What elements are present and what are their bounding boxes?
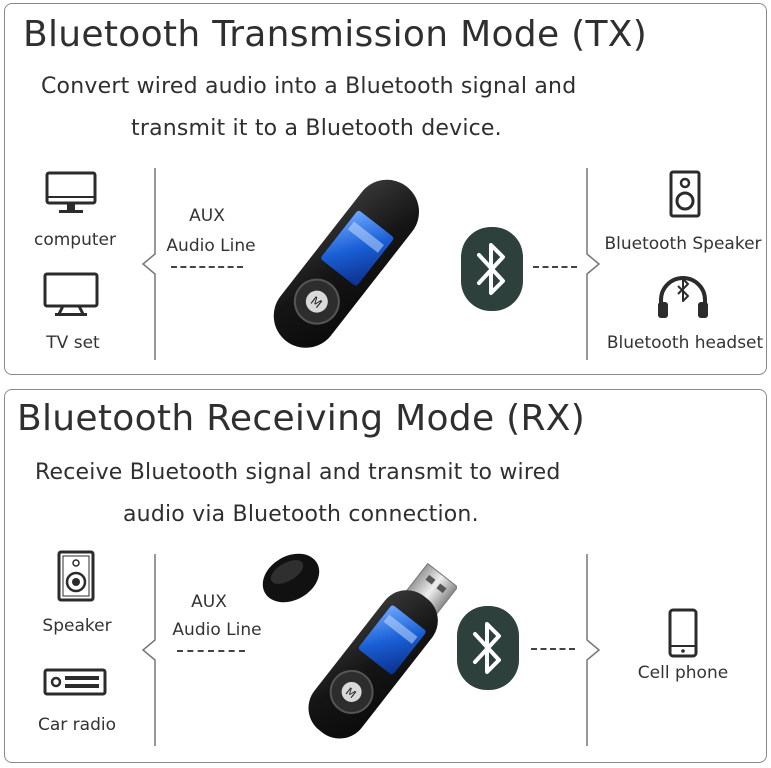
tx-mode-panel: Bluetooth Transmission Mode (TX) Convert… [4, 3, 767, 375]
left-bracket [141, 554, 156, 746]
bluetooth-icon [457, 606, 519, 690]
rx-mode-panel: Bluetooth Receiving Mode (RX) Receive Bl… [4, 389, 767, 763]
rx-title: Bluetooth Receiving Mode (RX) [17, 398, 586, 439]
audio-line-label: Audio Line [166, 236, 256, 256]
target-label-headset: Bluetooth headset [606, 333, 764, 353]
hifi-speaker-icon [57, 550, 95, 602]
left-bracket [141, 168, 156, 360]
tx-title: Bluetooth Transmission Mode (TX) [23, 14, 648, 55]
audio-line-label: Audio Line [172, 620, 262, 640]
headset-icon [658, 276, 708, 318]
tx-description-line1: Convert wired audio into a Bluetooth sig… [41, 74, 577, 99]
bluetooth-dashed-link [533, 266, 577, 268]
source-label-speaker: Speaker [42, 616, 112, 636]
speaker-icon [669, 170, 701, 218]
tx-description-line2: transmit it to a Bluetooth device. [131, 116, 502, 141]
monitor-icon [45, 171, 97, 213]
source-label-car-radio: Car radio [37, 715, 117, 735]
source-label-computer: computer [34, 230, 116, 250]
aux-label: AUX [191, 592, 227, 612]
aux-dashed-link [177, 650, 245, 652]
right-bracket [586, 168, 601, 360]
right-bracket [586, 554, 601, 746]
source-label-tv: TV set [46, 333, 100, 353]
tv-icon [43, 272, 99, 316]
target-label-speaker: Bluetooth Speaker [604, 234, 762, 254]
bluetooth-adapter-device: M [262, 553, 457, 739]
rx-description-line2: audio via Bluetooth connection. [123, 502, 479, 527]
bluetooth-dashed-link [531, 648, 575, 650]
car-radio-icon [43, 668, 107, 696]
target-label-cell-phone: Cell phone [637, 663, 729, 683]
bluetooth-adapter-device: M [273, 179, 420, 348]
phone-icon [668, 608, 698, 658]
rx-description-line1: Receive Bluetooth signal and transmit to… [35, 460, 561, 485]
aux-label: AUX [189, 206, 225, 226]
bluetooth-icon [461, 227, 523, 311]
aux-dashed-link [171, 266, 243, 268]
